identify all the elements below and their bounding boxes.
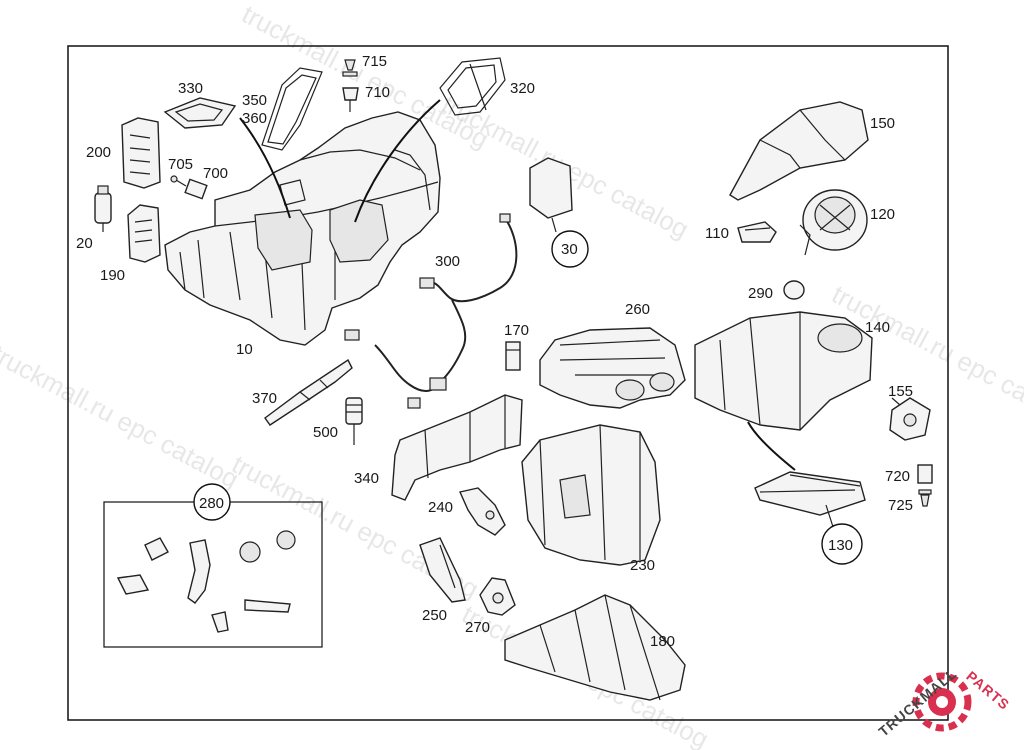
label-140[interactable]: 140 [865,319,890,336]
pointer-arrow [747,421,796,471]
label-280[interactable]: 280 [199,495,224,512]
label-155[interactable]: 155 [888,383,913,400]
label-700[interactable]: 700 [203,165,228,182]
part-720-connector[interactable] [917,464,933,507]
label-720[interactable]: 720 [885,468,910,485]
part-710-fastener[interactable] [342,59,359,112]
label-500[interactable]: 500 [313,424,338,441]
part-500-plug[interactable] [345,397,363,445]
part-30-sensor[interactable] [529,157,589,268]
label-130[interactable]: 130 [828,537,853,554]
label-110[interactable]: 110 [705,225,729,242]
part-200-flap[interactable] [121,117,161,189]
part-270-actuator[interactable] [479,577,516,616]
label-300[interactable]: 300 [435,253,460,270]
label-320[interactable]: 320 [510,80,535,97]
label-120[interactable]: 120 [870,206,895,223]
part-230-heater-housing[interactable] [521,424,661,566]
label-340[interactable]: 340 [354,470,379,487]
part-170-filter[interactable] [505,341,521,371]
watermark-text: truckmall.ru epc catalog [0,339,244,494]
part-290-cap[interactable] [783,280,805,300]
label-715[interactable]: 715 [362,53,387,70]
part-320-gasket[interactable] [439,57,506,116]
label-705[interactable]: 705 [168,156,193,173]
label-190[interactable]: 190 [100,267,125,284]
label-200[interactable]: 200 [86,144,111,161]
part-110-resistor[interactable] [737,221,777,243]
truckmall-logo: TRUCKMALL PARTS [875,665,1013,740]
part-340-duct[interactable] [391,394,523,501]
callout-circle [551,230,589,268]
part-120-blower-motor[interactable] [799,189,868,256]
label-170[interactable]: 170 [504,322,529,339]
label-30[interactable]: 30 [561,241,578,258]
diagram-frame [67,45,949,721]
part-260-evaporator-housing[interactable] [539,327,686,409]
part-180-lower-duct[interactable] [504,594,686,701]
part-190-cover[interactable] [127,204,161,263]
label-360[interactable]: 360 [242,110,267,127]
part-370-strip[interactable] [264,358,353,426]
part-130-filter-tray[interactable] [747,421,866,565]
label-150[interactable]: 150 [870,115,895,132]
part-300-wiring[interactable] [344,213,518,409]
label-290[interactable]: 290 [748,285,773,302]
part-140-air-box[interactable] [694,311,873,431]
label-180[interactable]: 180 [650,633,675,650]
callout-circle [821,523,863,565]
part-labels: 10 20 30 110 120 130 140 150 155 170 180… [76,53,913,650]
label-20[interactable]: 20 [76,235,93,252]
part-250-lever[interactable] [419,537,466,603]
pointer-arrow [239,117,291,219]
label-710[interactable]: 710 [365,84,390,101]
part-700-clip[interactable] [170,175,208,200]
label-240[interactable]: 240 [428,499,453,516]
part-10-housing[interactable] [164,111,441,346]
part-150-blower-cover[interactable] [729,101,869,201]
label-250[interactable]: 250 [422,607,447,624]
gear-icon [912,672,972,732]
part-155-actuator[interactable] [889,397,931,441]
part-20-sensor[interactable] [94,185,112,232]
part-350-gasket[interactable] [261,67,323,151]
label-270[interactable]: 270 [465,619,490,636]
label-350[interactable]: 350 [242,92,267,109]
callout-circle [193,483,231,521]
inset-frame [103,501,323,648]
label-330[interactable]: 330 [178,80,203,97]
label-230[interactable]: 230 [630,557,655,574]
part-280-inset[interactable] [103,483,323,648]
part-240-bracket[interactable] [459,487,506,536]
part-330-seal[interactable] [163,97,237,129]
pointer-arrow [354,99,441,223]
label-260[interactable]: 260 [625,301,650,318]
label-370[interactable]: 370 [252,390,277,407]
label-10[interactable]: 10 [236,341,253,358]
label-725[interactable]: 725 [888,497,913,514]
